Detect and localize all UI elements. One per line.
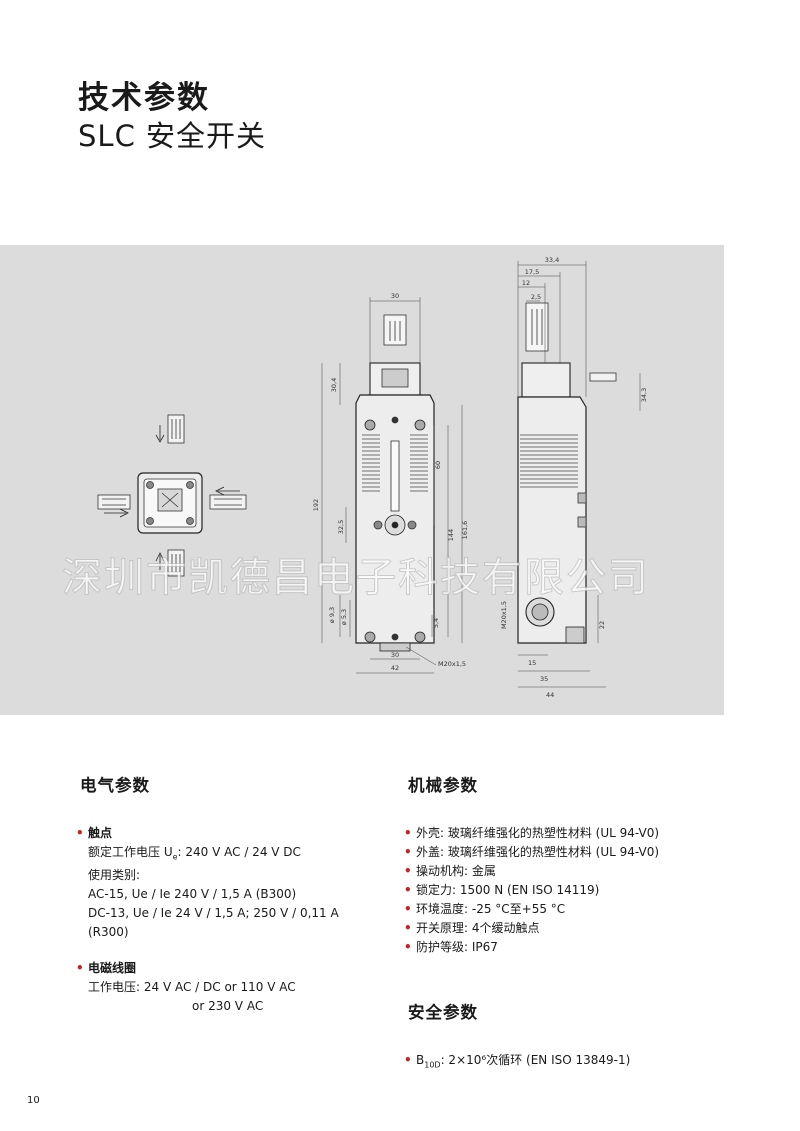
- technical-drawing: 30 30,4 192 60 32,5 144 161,6 ø 9,3 ø 5,…: [97, 256, 648, 699]
- dim-17-5: 17,5: [525, 268, 539, 276]
- dim-192: 192: [312, 499, 320, 511]
- front-view: 30 30,4 192 60 32,5 144 161,6 ø 9,3 ø 5,…: [312, 292, 469, 674]
- electrical-section: 电气参数 •触点 额定工作电压 Ue: 240 V AC / 24 V DC 使…: [76, 772, 380, 1016]
- safety-heading: 安全参数: [408, 1003, 478, 1022]
- ac15-rating: AC-15, Ue / Ie 240 V / 1,5 A (B300): [88, 887, 297, 902]
- page-title: 技术参数: [78, 80, 210, 116]
- thread-label-side: M20x1,5: [500, 601, 508, 629]
- dim-44: 44: [546, 691, 554, 699]
- mechanical-section: 机械参数 •外壳: 玻璃纤维强化的热塑性材料 (UL 94-V0) •外盖: 玻…: [404, 772, 728, 1074]
- list-item: •环境温度: -25 °C至+55 °C: [404, 902, 566, 916]
- dim-60: 60: [434, 461, 442, 469]
- usage-category: 使用类别:: [88, 868, 141, 883]
- dim-dia-9-3: ø 9,3: [328, 607, 336, 623]
- dim-2-5: 2,5: [531, 293, 541, 301]
- dim-35: 35: [540, 675, 548, 683]
- electrical-heading: 电气参数: [80, 776, 150, 795]
- page-subtitle: SLC 安全开关: [78, 119, 267, 153]
- bullet-dot: •: [76, 826, 84, 840]
- dim-34-3: 34,3: [640, 388, 648, 402]
- page-number: 10: [27, 1095, 40, 1106]
- list-item: •开关原理: 4个缓动触点: [404, 921, 540, 935]
- rated-voltage: 额定工作电压 Ue: 240 V AC / 24 V DC: [88, 845, 301, 862]
- dim-5-4: 5,4: [432, 618, 440, 628]
- coil-voltage-alt: or 230 V AC: [192, 999, 264, 1014]
- dim-22: 22: [598, 621, 606, 629]
- dim-42: 42: [391, 664, 399, 672]
- bullet-dot: •: [76, 961, 84, 976]
- dim-32-5: 32,5: [337, 520, 345, 534]
- thread-label-front: M20x1,5: [438, 660, 466, 668]
- dim-dia-5-3: ø 5,3: [340, 609, 348, 625]
- dim-15: 15: [528, 659, 536, 667]
- b10d-value: •B10D: 2×10⁶次循环 (EN ISO 13849-1): [404, 1053, 631, 1070]
- dim-33-4: 33,4: [545, 256, 559, 264]
- list-item: •防护等级: IP67: [404, 940, 498, 954]
- dim-30-4: 30,4: [330, 378, 338, 392]
- dc13-rating: DC-13, Ue / Ie 24 V / 1,5 A; 250 V / 0,1…: [88, 906, 339, 940]
- list-item: •外壳: 玻璃纤维强化的热塑性材料 (UL 94-V0): [404, 826, 660, 840]
- contacts-title: •触点: [76, 824, 380, 843]
- technical-drawing-panel: 30 30,4 192 60 32,5 144 161,6 ø 9,3 ø 5,…: [0, 245, 724, 715]
- actuator-views: [97, 414, 247, 577]
- dim-12: 12: [522, 279, 530, 287]
- list-item: •锁定力: 1500 N (EN ISO 14119): [404, 883, 600, 897]
- list-item: •操动机构: 金属: [404, 864, 496, 878]
- dim-144: 144: [447, 529, 455, 541]
- dim-30-top: 30: [391, 292, 399, 300]
- watermark: 深圳市凯德昌电子科技有限公司: [62, 555, 650, 602]
- dim-30-bottom: 30: [391, 651, 399, 659]
- dim-161-6: 161,6: [461, 521, 469, 540]
- side-view: 33,4 17,5 12 2,5 34,3 M20x1,5 22 15 35 4…: [500, 256, 648, 699]
- list-item: •外盖: 玻璃纤维强化的热塑性材料 (UL 94-V0): [404, 845, 660, 859]
- coil-voltage: 工作电压: 24 V AC / DC or 110 V AC: [88, 980, 296, 995]
- mechanical-heading: 机械参数: [408, 776, 478, 795]
- coil-title: •电磁线圈: [76, 959, 380, 978]
